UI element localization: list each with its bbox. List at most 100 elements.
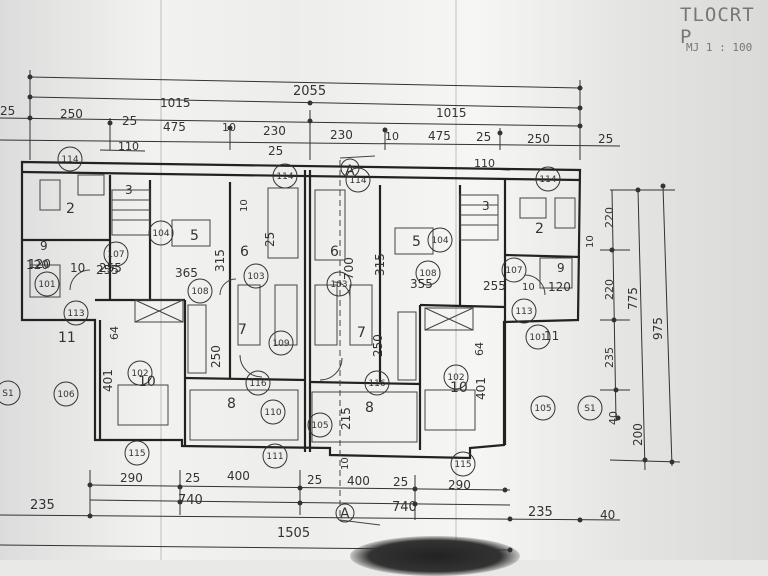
dim: 290 xyxy=(120,471,143,485)
dim: 10 xyxy=(585,235,596,248)
room-tag: 115 xyxy=(454,460,471,470)
room-tag: 103 xyxy=(330,280,347,290)
room-number: 5 xyxy=(412,234,421,250)
half-width-dim-left: 1015 xyxy=(160,96,191,110)
room-tag: 110 xyxy=(264,408,281,418)
room-tag: 108 xyxy=(419,269,436,279)
dim: 400 xyxy=(227,469,250,483)
drawing-title: TLOCRT P xyxy=(680,4,755,48)
dim: 355 xyxy=(410,277,433,291)
room-tag: 105 xyxy=(534,404,551,414)
dim: 10 xyxy=(222,121,236,134)
room-tag: 104 xyxy=(431,236,448,246)
room-tag: 109 xyxy=(272,339,289,349)
dim: 740 xyxy=(178,493,203,508)
dim: 25 xyxy=(263,232,277,247)
dim: 255 xyxy=(483,279,506,293)
room-number: 7 xyxy=(357,325,366,341)
room-number: 6 xyxy=(240,244,249,260)
dim: 235 xyxy=(603,347,616,368)
room-number: 9 xyxy=(557,261,565,275)
room-number: 6 xyxy=(330,244,339,260)
room-number: 10 xyxy=(138,374,156,390)
dim: 400 xyxy=(347,474,370,488)
dim: 475 xyxy=(428,129,451,143)
dim: 10 xyxy=(522,282,535,293)
room-tag: 116 xyxy=(249,379,266,389)
room-tag-circles xyxy=(0,146,603,523)
room-tag: S1 xyxy=(584,404,595,414)
room-number: 8 xyxy=(227,396,236,412)
dim: 25 xyxy=(0,104,15,118)
dim: 25 xyxy=(185,471,200,485)
room-tag: 102 xyxy=(131,369,148,379)
floor-plan-drawing: 2055 1015 1015 25 250 25 475 10 230 230 … xyxy=(0,70,681,553)
dim: 120 xyxy=(548,280,571,294)
total-depth-dim: 1505 xyxy=(277,526,310,541)
room-number: 8 xyxy=(365,400,374,416)
dimension-ticks xyxy=(27,74,675,553)
dim: 290 xyxy=(448,478,471,492)
dim: 220 xyxy=(603,279,616,300)
room-tag: 105 xyxy=(311,421,328,431)
dim: 255 xyxy=(99,261,122,275)
dim: 215 xyxy=(339,407,353,430)
dim: 230 xyxy=(263,124,286,138)
dim: 10 xyxy=(239,199,250,212)
dim: 40 xyxy=(607,411,620,425)
dim: 740 xyxy=(392,500,417,515)
photo-shadow xyxy=(350,536,520,576)
interior-details xyxy=(29,155,576,526)
dim: 250 xyxy=(371,334,385,357)
room-tag: 114 xyxy=(349,176,366,186)
room-tag: 113 xyxy=(67,309,84,319)
building-walls xyxy=(20,160,582,460)
dim: 255 xyxy=(96,263,119,277)
half-width-dim-right: 1015 xyxy=(436,106,467,120)
dim: 25 xyxy=(598,132,613,146)
dim: 700 xyxy=(342,257,356,280)
room-tag: 113 xyxy=(515,307,532,317)
room-tag: 108 xyxy=(191,287,208,297)
dim: 315 xyxy=(213,249,227,272)
dim: 64 xyxy=(473,342,486,356)
dim: 25 xyxy=(122,114,137,128)
interior-dimension-labels: 365 315 250 700 315 355 250 255 255 120 … xyxy=(26,144,571,522)
room-tag: 114 xyxy=(539,175,556,185)
dim: 250 xyxy=(527,132,550,146)
dim: 120 xyxy=(28,257,51,271)
dim: 25 xyxy=(307,473,322,487)
room-tag: 101 xyxy=(38,280,55,290)
dim: 975 xyxy=(651,317,665,340)
room-number: 10 xyxy=(450,380,468,396)
dim: 475 xyxy=(163,120,186,134)
dim: 110 xyxy=(474,157,495,170)
room-tag-labels: 114 114 114 114 101 101 102 102 103 103 … xyxy=(2,155,595,470)
room-tag: 114 xyxy=(276,172,293,182)
room-tag: 101 xyxy=(529,333,546,343)
room-tag: 103 xyxy=(247,272,264,282)
dim: 110 xyxy=(118,140,139,153)
room-tag: 106 xyxy=(57,390,74,400)
room-number: 2 xyxy=(66,201,75,217)
room-number: 3 xyxy=(482,199,490,213)
dim: 25 xyxy=(393,475,408,489)
dim: 235 xyxy=(528,505,553,520)
dim: 401 xyxy=(474,377,488,400)
dim: 365 xyxy=(175,266,198,280)
dim: 25 xyxy=(476,130,491,144)
dim: 10 xyxy=(340,457,351,470)
section-mark: A xyxy=(345,163,355,179)
dim: 401 xyxy=(101,369,115,392)
section-mark: A xyxy=(340,506,350,522)
room-tag: 107 xyxy=(107,250,124,260)
dim: 40 xyxy=(600,508,615,522)
dim: 200 xyxy=(631,423,645,446)
dim: 10 xyxy=(385,130,399,143)
room-number: 9 xyxy=(40,239,48,253)
dim: 775 xyxy=(626,287,640,310)
drawing-scale: MJ 1 : 100 xyxy=(686,41,753,54)
room-number: 11 xyxy=(58,330,76,346)
paper-fold xyxy=(160,0,162,560)
room-tag: 111 xyxy=(266,452,283,462)
